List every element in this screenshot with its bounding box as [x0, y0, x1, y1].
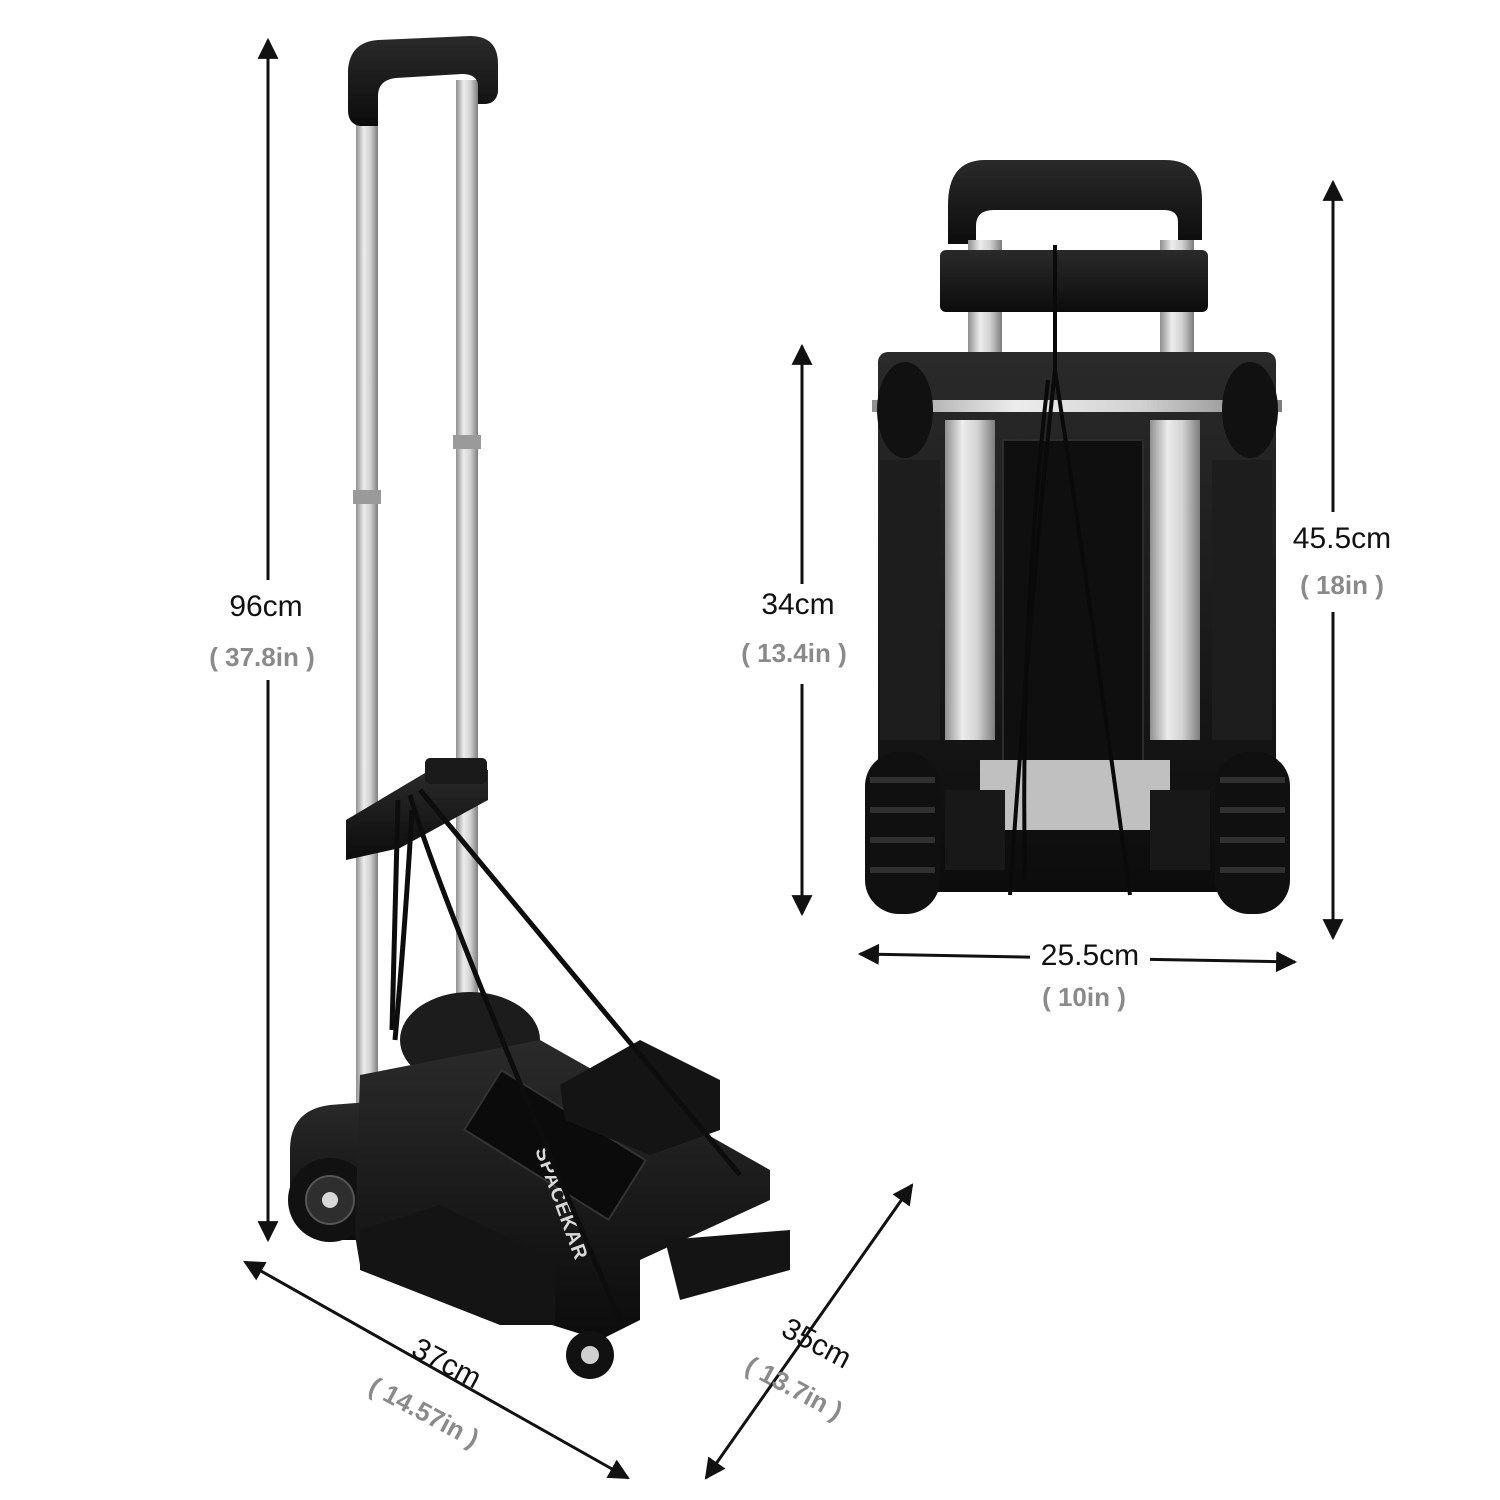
folded-body-height-imperial: ( 13.4in ) [741, 638, 846, 668]
bungee-cords [389, 788, 742, 1321]
side-extension-flap [560, 1040, 720, 1155]
folded-handle [948, 160, 1202, 244]
label-folded-body-height: 34cm ( 13.4in ) [741, 588, 846, 668]
left-pole [356, 120, 378, 1110]
folded-bungee-cords [1008, 245, 1132, 896]
folded-trolley [865, 160, 1290, 914]
label-platform-length: 37cm ( 14.57in ) [364, 1332, 486, 1454]
unfolded-height-imperial: ( 37.8in ) [209, 642, 314, 672]
folded-clamp [940, 250, 1208, 312]
folded-width-metric: 25.5cm [1041, 939, 1139, 972]
unfolded-trolley: SPACEKAR [288, 36, 790, 1379]
label-folded-height: 45.5cm ( 18in ) [1293, 522, 1391, 600]
label-unfolded-height: 96cm ( 37.8in ) [209, 590, 314, 672]
folded-width-imperial: ( 10in ) [1042, 982, 1126, 1012]
folded-bottom-wheel-right [1215, 752, 1290, 914]
folded-bottom-wheel-left [865, 752, 940, 914]
telescopic-handle [348, 36, 498, 126]
folded-height-imperial: ( 18in ) [1300, 570, 1384, 600]
unfolded-height-metric: 96cm [229, 590, 302, 623]
label-platform-depth: 35cm ( 13.7in ) [741, 1312, 857, 1426]
arrow-platform-depth [704, 1183, 914, 1480]
folded-top-wheel-left [877, 362, 933, 458]
right-pole [456, 80, 478, 1060]
folded-body-height-metric: 34cm [761, 588, 834, 621]
platform-length-metric: 37cm [406, 1332, 486, 1396]
arrow-platform-length [243, 1260, 630, 1480]
folded-top-wheel-right [1222, 362, 1278, 458]
folded-height-metric: 45.5cm [1293, 522, 1391, 555]
label-folded-width: 25.5cm ( 10in ) [1041, 939, 1139, 1012]
